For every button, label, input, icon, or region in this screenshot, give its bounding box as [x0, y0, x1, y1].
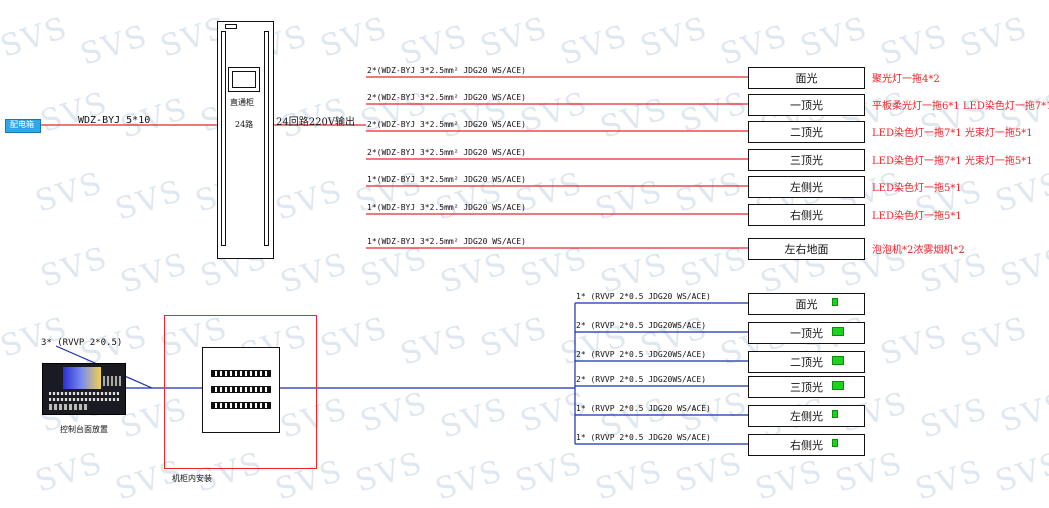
status-led-icon — [832, 327, 844, 336]
console-cable-label: 3* (RVVP 2*0.5) — [41, 338, 123, 348]
connection-lines — [39, 76, 748, 445]
power-source-label: 配电箱 — [10, 120, 34, 129]
power-zone-box: 左右地面 — [748, 238, 865, 260]
signal-cable-label: 2* (RVVP 2*0.5 JDG20WS/ACE) — [576, 350, 707, 359]
power-cable-label: 1*(WDZ-BYJ 3*2.5mm² JDG20 WS/ACE) — [367, 203, 526, 212]
fixture-note: 平板柔光灯一拖6*1 LED染色灯一拖7*1 — [872, 101, 1049, 112]
status-led-icon — [832, 410, 838, 418]
fixture-note: LED染色灯一拖5*1 — [872, 183, 962, 194]
power-zone-box: 左侧光 — [748, 176, 865, 198]
signal-cable-label: 2* (RVVP 2*0.5 JDG20WS/ACE) — [576, 375, 707, 384]
fixture-note: LED染色灯一拖7*1 光束灯一拖5*1 — [872, 156, 1033, 167]
power-zone-box: 三顶光 — [748, 149, 865, 171]
signal-cable-label: 1* (RVVP 2*0.5 JDG20 WS/ACE) — [576, 433, 711, 442]
console-label: 控制台面放置 — [60, 425, 108, 434]
signal-cable-label: 1* (RVVP 2*0.5 JDG20 WS/ACE) — [576, 404, 711, 413]
signal-cable-label: 2* (RVVP 2*0.5 JDG20WS/ACE) — [576, 321, 707, 330]
power-cable-label: 1*(WDZ-BYJ 3*2.5mm² JDG20 WS/ACE) — [367, 175, 526, 184]
status-led-icon — [832, 381, 844, 390]
lighting-console — [42, 363, 126, 415]
power-cable-label: 2*(WDZ-BYJ 3*2.5mm² JDG20 WS/ACE) — [367, 93, 526, 102]
cabinet-rail-right — [264, 31, 269, 246]
fixture-note: LED染色灯一拖5*1 — [872, 211, 962, 222]
power-source-box — [5, 119, 41, 133]
signal-zone-box: 左侧光 — [748, 405, 865, 427]
fixture-note: 聚光灯一拖4*2 — [872, 74, 940, 85]
rack-enclosure — [164, 315, 317, 469]
signal-cable-label: 1* (RVVP 2*0.5 JDG20 WS/ACE) — [576, 292, 711, 301]
cabinet-rail-left — [221, 31, 226, 246]
power-zone-box: 一顶光 — [748, 94, 865, 116]
power-zone-box: 面光 — [748, 67, 865, 89]
power-zone-box: 二顶光 — [748, 121, 865, 143]
cabinet-display — [228, 67, 260, 92]
main-feed-cable-label: WDZ-BYJ 5*10 — [78, 115, 151, 126]
output-label: 24回路220V输出 — [276, 117, 356, 128]
power-cable-label: 2*(WDZ-BYJ 3*2.5mm² JDG20 WS/ACE) — [367, 148, 526, 157]
power-zone-box: 右侧光 — [748, 204, 865, 226]
cabinet-handle — [225, 24, 237, 29]
rack-label: 机柜内安装 — [172, 474, 212, 483]
signal-zone-box: 三顶光 — [748, 376, 865, 398]
power-cable-label: 2*(WDZ-BYJ 3*2.5mm² JDG20 WS/ACE) — [367, 66, 526, 75]
power-cable-label: 2*(WDZ-BYJ 3*2.5mm² JDG20 WS/ACE) — [367, 120, 526, 129]
dimmer-unit — [202, 347, 280, 433]
status-led-icon — [832, 298, 838, 306]
signal-zone-box: 右侧光 — [748, 434, 865, 456]
fixture-note: 泡泡机*2浓雾烟机*2 — [872, 245, 965, 256]
fixture-note: LED染色灯一拖7*1 光束灯一拖5*1 — [872, 128, 1033, 139]
status-led-icon — [832, 356, 844, 365]
signal-zone-box: 面光 — [748, 293, 865, 315]
status-led-icon — [832, 439, 838, 447]
signal-zone-box: 二顶光 — [748, 351, 865, 373]
power-cable-label: 1*(WDZ-BYJ 3*2.5mm² JDG20 WS/ACE) — [367, 237, 526, 246]
signal-zone-box: 一顶光 — [748, 322, 865, 344]
cabinet-circuits: 24路 — [235, 120, 254, 129]
cabinet-title: 直通柜 — [230, 98, 254, 107]
